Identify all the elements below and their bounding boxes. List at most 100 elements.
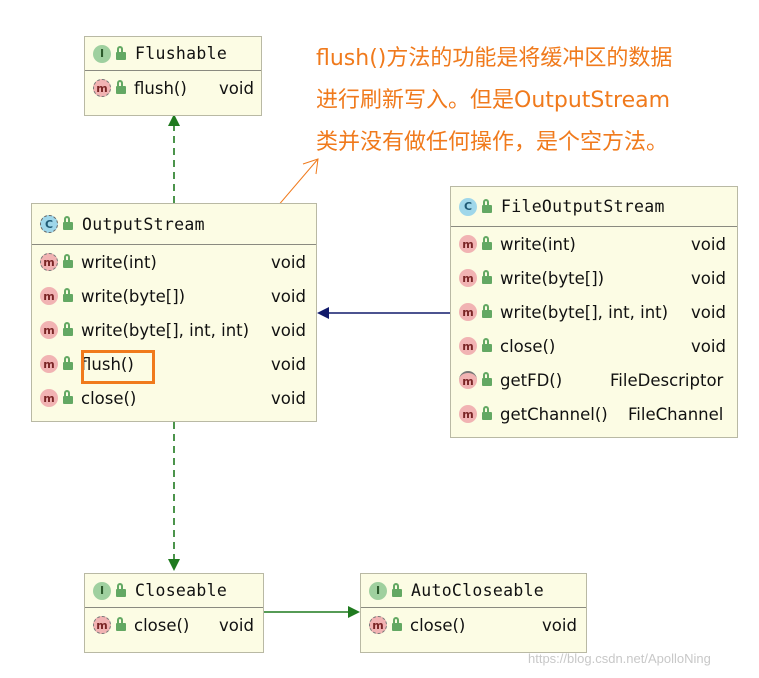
method-name: write(int) xyxy=(81,252,157,272)
public-lock-icon xyxy=(63,356,73,370)
class-header: I Flushable xyxy=(85,37,261,71)
annotation-line: 进行刷新写入。但是OutputStream xyxy=(316,88,671,113)
class-header: I Closeable xyxy=(85,574,263,608)
method-name: write(int) xyxy=(500,234,576,254)
class-box-flushable[interactable]: I Flushable m flush() void xyxy=(84,36,262,116)
method-row[interactable]: m flush() void xyxy=(85,71,261,105)
method-return-type: FileDescriptor xyxy=(610,370,724,390)
method-return-type: void xyxy=(691,302,726,322)
method-name: close() xyxy=(81,388,137,408)
method-name: flush() xyxy=(81,354,134,374)
class-box-autocloseable[interactable]: I AutoCloseable m close() void xyxy=(360,573,587,653)
public-lock-icon xyxy=(482,304,492,318)
method-return-type: void xyxy=(691,268,726,288)
public-lock-icon xyxy=(116,45,126,60)
method-icon: m xyxy=(40,287,58,305)
public-lock-icon xyxy=(482,372,492,386)
method-row[interactable]: m close() void xyxy=(361,608,586,642)
annotation-line: 类并没有做任何操作，是个空方法。 xyxy=(316,130,669,155)
method-icon: m xyxy=(459,303,477,321)
abstract-class-icon: C xyxy=(40,215,58,233)
class-header: C OutputStream xyxy=(32,204,316,245)
method-row[interactable]: m close() void xyxy=(32,381,316,415)
method-return-type: void xyxy=(271,320,306,340)
class-header: I AutoCloseable xyxy=(361,574,586,608)
class-name: Closeable xyxy=(135,581,228,600)
public-lock-icon xyxy=(116,582,126,597)
public-lock-icon xyxy=(482,236,492,250)
method-name: flush() xyxy=(134,78,187,98)
class-icon: C xyxy=(459,197,477,216)
method-row[interactable]: m write(byte[]) void xyxy=(451,261,737,295)
method-return-type: void xyxy=(542,615,577,635)
method-row[interactable]: m write(byte[], int, int) void xyxy=(451,295,737,329)
method-return-type: void xyxy=(271,388,306,408)
method-name: close() xyxy=(500,336,556,356)
method-return-type: void xyxy=(271,286,306,306)
interface-icon: I xyxy=(93,44,111,63)
method-icon: m xyxy=(459,371,477,389)
public-lock-icon xyxy=(63,322,73,336)
method-name: write(byte[]) xyxy=(81,286,186,306)
public-lock-icon xyxy=(482,198,492,213)
method-row[interactable]: m write(int) void xyxy=(32,245,316,279)
method-return-type: void xyxy=(691,336,726,356)
watermark: https://blog.csdn.net/ApolloNing xyxy=(528,651,711,666)
method-name: write(byte[], int, int) xyxy=(81,320,250,340)
class-box-closeable[interactable]: I Closeable m close() void xyxy=(84,573,264,653)
class-box-fileoutputstream[interactable]: C FileOutputStream m write(int) void m w… xyxy=(450,186,738,438)
method-return-type: void xyxy=(271,252,306,272)
method-row[interactable]: m close() void xyxy=(85,608,263,642)
method-icon: m xyxy=(40,321,58,339)
annotation-pointer-head xyxy=(302,158,319,175)
class-name: Flushable xyxy=(135,44,228,63)
method-row[interactable]: m write(int) void xyxy=(451,227,737,261)
class-name: FileOutputStream xyxy=(501,197,665,216)
method-icon: m xyxy=(93,79,111,97)
method-name: write(byte[]) xyxy=(500,268,605,288)
method-return-type: void xyxy=(271,354,306,374)
method-return-type: FileChannel xyxy=(628,404,724,424)
method-name: write(byte[], int, int) xyxy=(500,302,669,322)
method-name: close() xyxy=(134,615,190,635)
public-lock-icon xyxy=(482,338,492,352)
public-lock-icon xyxy=(63,390,73,404)
method-icon: m xyxy=(40,389,58,407)
method-icon: m xyxy=(459,269,477,287)
class-name: AutoCloseable xyxy=(411,581,545,600)
public-lock-icon xyxy=(63,254,73,268)
method-row[interactable]: m write(byte[]) void xyxy=(32,279,316,313)
flush-highlight-box xyxy=(81,350,155,384)
method-name: getFD() xyxy=(500,370,563,390)
method-icon: m xyxy=(369,616,387,634)
class-name: OutputStream xyxy=(82,214,205,234)
method-icon: m xyxy=(459,337,477,355)
interface-icon: I xyxy=(93,581,111,600)
interface-icon: I xyxy=(369,581,387,600)
method-row-flush[interactable]: m flush() void xyxy=(32,347,316,381)
method-name: close() xyxy=(410,615,466,635)
public-lock-icon xyxy=(63,288,73,302)
public-lock-icon xyxy=(482,406,492,420)
method-row[interactable]: m getFD() FileDescriptor xyxy=(451,363,737,397)
method-return-type: void xyxy=(219,615,254,635)
method-icon: m xyxy=(459,405,477,423)
public-lock-icon xyxy=(116,80,126,94)
public-lock-icon xyxy=(482,270,492,284)
public-lock-icon xyxy=(392,617,402,631)
method-row[interactable]: m close() void xyxy=(451,329,737,363)
annotation-note: flush()方法的功能是将缓冲区的数据 进行刷新写入。但是OutputStre… xyxy=(316,38,672,164)
method-icon: m xyxy=(459,235,477,253)
method-icon: m xyxy=(93,616,111,634)
class-box-outputstream[interactable]: C OutputStream m write(int) void m write… xyxy=(31,203,317,422)
annotation-line: flush()方法的功能是将缓冲区的数据 xyxy=(316,46,673,71)
public-lock-icon xyxy=(116,617,126,631)
class-header: C FileOutputStream xyxy=(451,187,737,227)
method-row[interactable]: m getChannel() FileChannel xyxy=(451,397,737,431)
method-icon: m xyxy=(40,253,58,271)
method-return-type: void xyxy=(219,78,254,98)
method-row[interactable]: m write(byte[], int, int) void xyxy=(32,313,316,347)
method-name: getChannel() xyxy=(500,404,608,424)
method-icon: m xyxy=(40,355,58,373)
public-lock-icon xyxy=(63,216,73,230)
